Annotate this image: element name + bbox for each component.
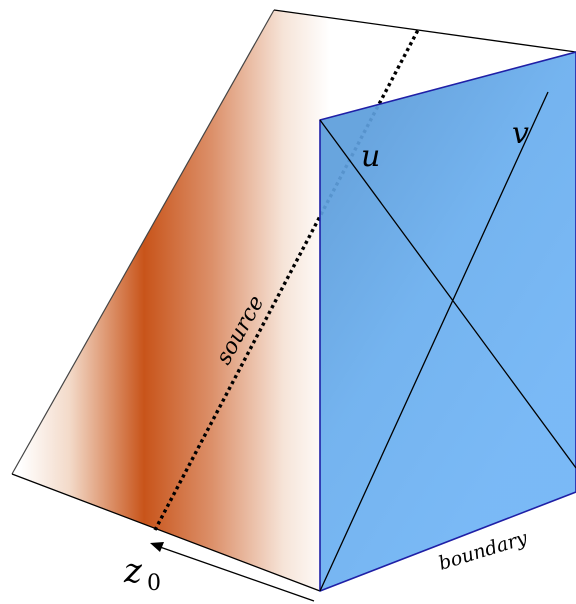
- sheet-top-edge: [273, 9, 576, 53]
- z0-label-base: z: [123, 551, 143, 591]
- boundary-panel: [319, 51, 576, 592]
- v-label: v: [512, 116, 529, 151]
- z0-label-subscript: 0: [147, 571, 161, 596]
- v-line: [319, 91, 549, 592]
- z0-axis-line: [159, 546, 315, 602]
- sheet-bottom-edge: [11, 473, 321, 592]
- z0-arrowhead: [150, 542, 164, 552]
- sheet-left-edge: [11, 9, 275, 475]
- u-label: u: [361, 139, 380, 174]
- z0-label: z 0: [123, 551, 161, 596]
- u-line: [319, 119, 576, 469]
